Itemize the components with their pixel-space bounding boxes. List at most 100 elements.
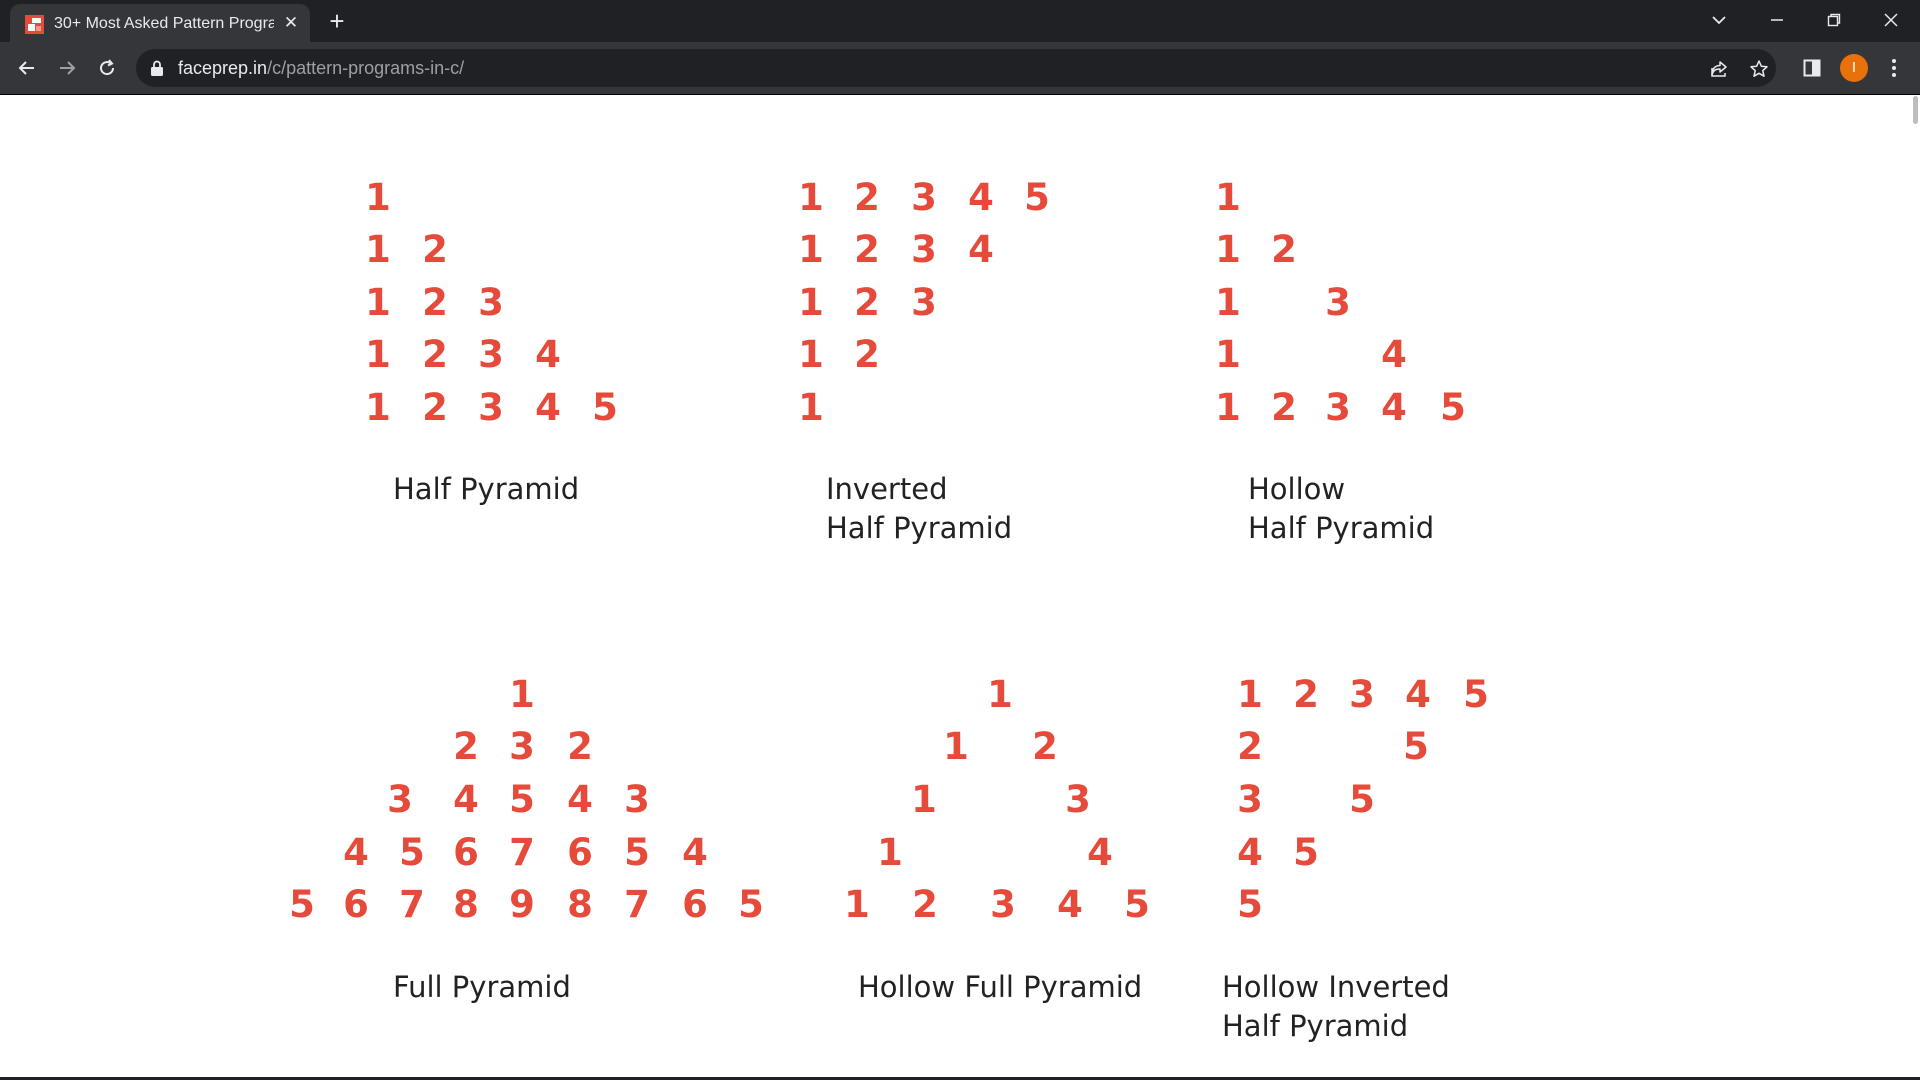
- pattern-digit: 1: [798, 228, 824, 271]
- restore-icon[interactable]: [1805, 0, 1863, 38]
- new-tab-icon[interactable]: +: [329, 6, 345, 36]
- pattern-digit: 1: [1237, 673, 1263, 716]
- pattern-digit: 2: [912, 883, 938, 926]
- pattern-digit: 3: [1349, 673, 1375, 716]
- pattern-digit: 2: [567, 725, 593, 768]
- tab-search-icon[interactable]: [1690, 0, 1748, 38]
- pattern-digit: 3: [624, 778, 650, 821]
- pattern-caption: Hollow Inverted: [1222, 970, 1450, 1004]
- pattern-digit: 5: [1293, 831, 1319, 874]
- tab-title: 30+ Most Asked Pattern Programs in C: [54, 15, 274, 32]
- pattern-digit: 4: [453, 778, 479, 821]
- pattern-digit: 2: [854, 228, 880, 271]
- pattern-digit: 4: [535, 333, 561, 376]
- reload-icon[interactable]: [90, 51, 124, 85]
- pattern-caption: Half Pyramid: [1222, 1009, 1408, 1043]
- pattern-digit: 3: [1237, 778, 1263, 821]
- pattern-digit: 4: [535, 386, 561, 429]
- pattern-caption: Half Pyramid: [393, 472, 579, 506]
- url-text[interactable]: faceprep.in/c/pattern-programs-in-c/: [178, 58, 464, 79]
- pattern-digit: 5: [1124, 883, 1150, 926]
- pattern-digit: 1: [911, 778, 937, 821]
- tab-strip: 30+ Most Asked Pattern Programs in C ✕ +: [0, 0, 1920, 42]
- pattern-digit: 6: [453, 831, 479, 874]
- scrollbar-thumb[interactable]: [1913, 96, 1918, 124]
- url-domain: faceprep.in: [178, 58, 268, 78]
- pattern-digit: 1: [877, 831, 903, 874]
- profile-avatar[interactable]: I: [1840, 54, 1868, 82]
- url-path: /c/pattern-programs-in-c/: [267, 58, 465, 78]
- pattern-digit: 2: [1271, 386, 1297, 429]
- pattern-digit: 1: [798, 176, 824, 219]
- share-icon[interactable]: [1706, 56, 1732, 82]
- pattern-digit: 4: [1405, 673, 1431, 716]
- pattern-digit: 6: [343, 883, 369, 926]
- pattern-digit: 7: [509, 831, 535, 874]
- window-close-icon[interactable]: [1862, 0, 1920, 38]
- pattern-digit: 2: [422, 281, 448, 324]
- pattern-digit: 5: [509, 778, 535, 821]
- pattern-digit: 5: [1349, 778, 1375, 821]
- pattern-digit: 1: [798, 333, 824, 376]
- pattern-digit: 1: [1215, 333, 1241, 376]
- pattern-caption: Inverted: [826, 472, 947, 506]
- side-panel-icon[interactable]: [1795, 51, 1829, 85]
- pattern-digit: 3: [1065, 778, 1091, 821]
- pattern-digit: 1: [365, 281, 391, 324]
- pattern-digit: 1: [365, 333, 391, 376]
- pattern-digit: 4: [682, 831, 708, 874]
- pattern-digit: 2: [854, 333, 880, 376]
- pattern-digit: 4: [968, 176, 994, 219]
- pattern-digit: 3: [1325, 281, 1351, 324]
- pattern-digit: 7: [399, 883, 425, 926]
- pattern-digit: 7: [624, 883, 650, 926]
- pattern-digit: 4: [968, 228, 994, 271]
- pattern-digit: 3: [911, 281, 937, 324]
- pattern-digit: 3: [387, 778, 413, 821]
- pattern-digit: 1: [365, 386, 391, 429]
- pattern-digit: 3: [1325, 386, 1351, 429]
- forward-arrow-icon[interactable]: [50, 51, 84, 85]
- address-bar[interactable]: faceprep.in/c/pattern-programs-in-c/: [136, 49, 1776, 87]
- pattern-caption: Hollow Full Pyramid: [858, 970, 1142, 1004]
- back-arrow-icon[interactable]: [10, 51, 44, 85]
- minimize-icon[interactable]: [1748, 0, 1806, 38]
- pattern-digit: 5: [289, 883, 315, 926]
- faceprep-favicon-icon: [25, 15, 44, 34]
- pattern-digit: 1: [1215, 386, 1241, 429]
- pattern-digit: 8: [567, 883, 593, 926]
- pattern-digit: 8: [453, 883, 479, 926]
- pattern-digit: 2: [1271, 228, 1297, 271]
- pattern-digit: 1: [1215, 176, 1241, 219]
- pattern-digit: 3: [911, 228, 937, 271]
- pattern-digit: 5: [1463, 673, 1489, 716]
- pattern-digit: 1: [987, 673, 1013, 716]
- pattern-caption: Half Pyramid: [826, 511, 1012, 545]
- pattern-digit: 2: [854, 281, 880, 324]
- bookmark-star-icon[interactable]: [1746, 56, 1772, 82]
- browser-tab[interactable]: 30+ Most Asked Pattern Programs in C ✕: [10, 4, 310, 42]
- pattern-digit: 1: [1215, 281, 1241, 324]
- more-menu-icon[interactable]: [1877, 51, 1911, 85]
- pattern-digit: 3: [911, 176, 937, 219]
- pattern-digit: 2: [422, 228, 448, 271]
- pattern-digit: 2: [1237, 725, 1263, 768]
- pattern-digit: 2: [453, 725, 479, 768]
- pattern-digit: 4: [343, 831, 369, 874]
- pattern-digit: 1: [844, 883, 870, 926]
- close-icon[interactable]: ✕: [283, 13, 299, 32]
- pattern-digit: 3: [478, 333, 504, 376]
- pattern-caption: Full Pyramid: [393, 970, 571, 1004]
- pattern-caption: Hollow: [1248, 472, 1345, 506]
- pattern-digit: 3: [478, 281, 504, 324]
- pattern-digit: 5: [1403, 725, 1429, 768]
- pattern-digit: 1: [798, 281, 824, 324]
- pattern-digit: 5: [1237, 883, 1263, 926]
